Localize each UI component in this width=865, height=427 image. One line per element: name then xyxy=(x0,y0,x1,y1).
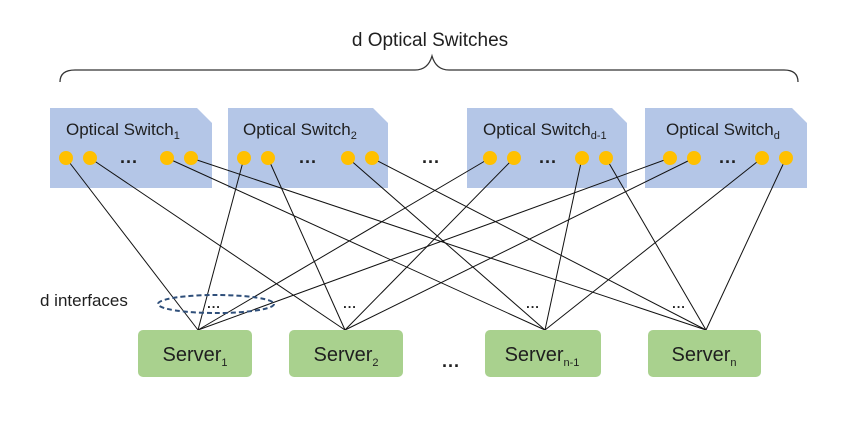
port-dot xyxy=(507,151,521,165)
server-2: Server2 xyxy=(289,330,403,377)
link-line xyxy=(544,157,763,331)
port-ellipsis: ... xyxy=(719,147,737,167)
servers-ellipsis: ... xyxy=(442,351,460,371)
link-line xyxy=(344,157,695,331)
interfaces-ellipsis: ... xyxy=(343,296,357,311)
interfaces-ellipsis: ... xyxy=(672,296,686,311)
port-ellipsis: ... xyxy=(539,147,557,167)
server-label: Server1 xyxy=(162,344,227,369)
port-ellipsis: ... xyxy=(299,147,317,167)
link-line xyxy=(190,157,707,331)
port-dot xyxy=(575,151,589,165)
server-n-minus-1: Servern-1 xyxy=(485,330,601,377)
port-dot xyxy=(687,151,701,165)
link-line xyxy=(544,157,583,331)
switches-brace xyxy=(59,53,799,83)
switch-ports xyxy=(59,151,793,165)
port-dot xyxy=(341,151,355,165)
server-box xyxy=(485,330,601,377)
link-line xyxy=(267,157,346,331)
link-line xyxy=(197,157,491,331)
port-dot xyxy=(365,151,379,165)
port-dot xyxy=(83,151,97,165)
server-n: Servern xyxy=(648,330,761,377)
port-dot xyxy=(755,151,769,165)
optical-switch-d-minus-1: Optical Switchd-1 xyxy=(467,108,627,188)
connection-lines xyxy=(65,157,787,331)
link-line xyxy=(89,157,346,331)
link-line xyxy=(705,157,787,331)
title-label: d Optical Switches xyxy=(352,30,508,51)
port-dot xyxy=(663,151,677,165)
optical-switch-2: Optical Switch2 xyxy=(228,108,388,188)
interfaces-ellipsis: ... xyxy=(526,296,540,311)
port-dot xyxy=(160,151,174,165)
switch-label: Optical Switchd-1 xyxy=(483,120,607,142)
port-ellipsis: ... xyxy=(120,147,138,167)
port-dot xyxy=(483,151,497,165)
link-line xyxy=(605,157,707,331)
link-line xyxy=(197,157,245,331)
interfaces-label: d interfaces xyxy=(40,291,128,310)
switch-label: Optical Switch2 xyxy=(243,120,357,142)
server-label: Servern-1 xyxy=(505,344,580,369)
link-line xyxy=(166,157,546,331)
server-box xyxy=(648,330,761,377)
server-label: Server2 xyxy=(313,344,378,369)
server-1: Server1 xyxy=(138,330,252,377)
switch-box xyxy=(467,108,627,188)
server-label: Servern xyxy=(671,344,736,369)
port-dot xyxy=(779,151,793,165)
port-dot xyxy=(237,151,251,165)
switch-box xyxy=(645,108,807,188)
link-line xyxy=(197,157,671,331)
switch-label: Optical Switch1 xyxy=(66,120,180,142)
port-dot xyxy=(599,151,613,165)
optical-switch-1: Optical Switch1 xyxy=(50,108,212,188)
switch-box xyxy=(50,108,212,188)
switch-box xyxy=(228,108,388,188)
link-line xyxy=(65,157,199,331)
optical-switch-d: Optical Switchd xyxy=(645,108,807,188)
link-line xyxy=(371,157,707,331)
link-line xyxy=(344,157,515,331)
port-dot xyxy=(184,151,198,165)
link-line xyxy=(347,157,546,331)
server-box xyxy=(138,330,252,377)
server-box xyxy=(289,330,403,377)
interfaces-ellipsis: ... xyxy=(207,296,221,311)
switch-label: Optical Switchd xyxy=(666,120,780,142)
switches-ellipsis: ... xyxy=(422,147,440,167)
interfaces-dashed-ellipse xyxy=(157,294,275,314)
port-dot xyxy=(59,151,73,165)
port-dot xyxy=(261,151,275,165)
